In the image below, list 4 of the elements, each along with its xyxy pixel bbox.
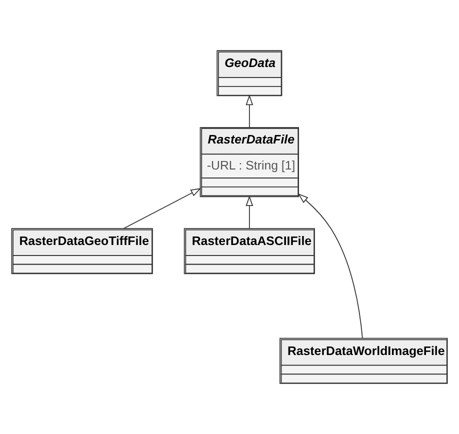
arrow	[246, 195, 254, 229]
arrow	[298, 193, 363, 339]
arrow	[246, 94, 254, 128]
arrow	[123, 188, 202, 229]
